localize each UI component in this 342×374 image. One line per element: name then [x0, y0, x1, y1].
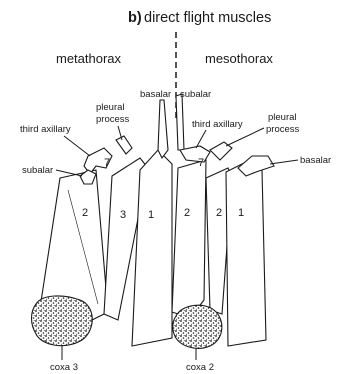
- label-pleural-left-2: process: [96, 114, 130, 125]
- leader-pleural-process-right: [226, 128, 264, 146]
- leader-subalar-left: [56, 170, 82, 176]
- leader-third-axillary-left: [64, 136, 90, 156]
- metathorax-7-number: 7: [104, 157, 110, 169]
- mesothorax-muscle-1: [226, 160, 266, 346]
- label-coxa-2: coxa 2: [186, 362, 214, 373]
- metathorax-muscle-2-number: 2: [82, 207, 88, 219]
- region-label-metathorax: metathorax: [56, 51, 122, 66]
- label-coxa-3: coxa 3: [50, 362, 78, 373]
- label-subalar-center: subalar: [180, 89, 211, 100]
- coxa-3: [32, 296, 93, 346]
- mesothorax-subalar-process: [176, 94, 184, 150]
- coxa-2: [173, 305, 222, 348]
- label-pleural-right-2: process: [266, 124, 300, 135]
- label-subalar-left: subalar: [22, 165, 53, 176]
- leader-basalar-right: [270, 160, 298, 164]
- mesothorax-muscle-2b-number: 2: [216, 207, 222, 219]
- label-pleural-left-1: pleural: [96, 102, 125, 113]
- label-basalar-right: basalar: [300, 155, 331, 166]
- label-pleural-right-1: pleural: [268, 112, 297, 123]
- mesothorax-muscle-1-number: 1: [238, 207, 244, 219]
- mesothorax-muscle-2: [172, 160, 206, 318]
- region-label-mesothorax: mesothorax: [205, 51, 273, 66]
- metathorax-pleural-process-sclerite: [116, 136, 132, 154]
- basalar-spike: [158, 100, 168, 158]
- figure-title: direct flight muscles: [144, 10, 271, 26]
- mesothorax-muscle-2-number: 2: [184, 207, 190, 219]
- panel-letter: b): [128, 10, 142, 26]
- leader-third-axillary-right: [196, 130, 206, 148]
- label-basalar-center: basalar: [140, 89, 171, 100]
- metathorax-muscle-1-number: 1: [148, 209, 154, 221]
- metathorax-muscle-3-number: 3: [120, 209, 126, 221]
- mesothorax-7-number: 7: [198, 157, 204, 169]
- mesothorax-third-axillary-sclerite: [180, 146, 210, 162]
- label-third-axillary-right: third axillary: [192, 119, 243, 130]
- label-third-axillary-left: third axillary: [20, 124, 71, 135]
